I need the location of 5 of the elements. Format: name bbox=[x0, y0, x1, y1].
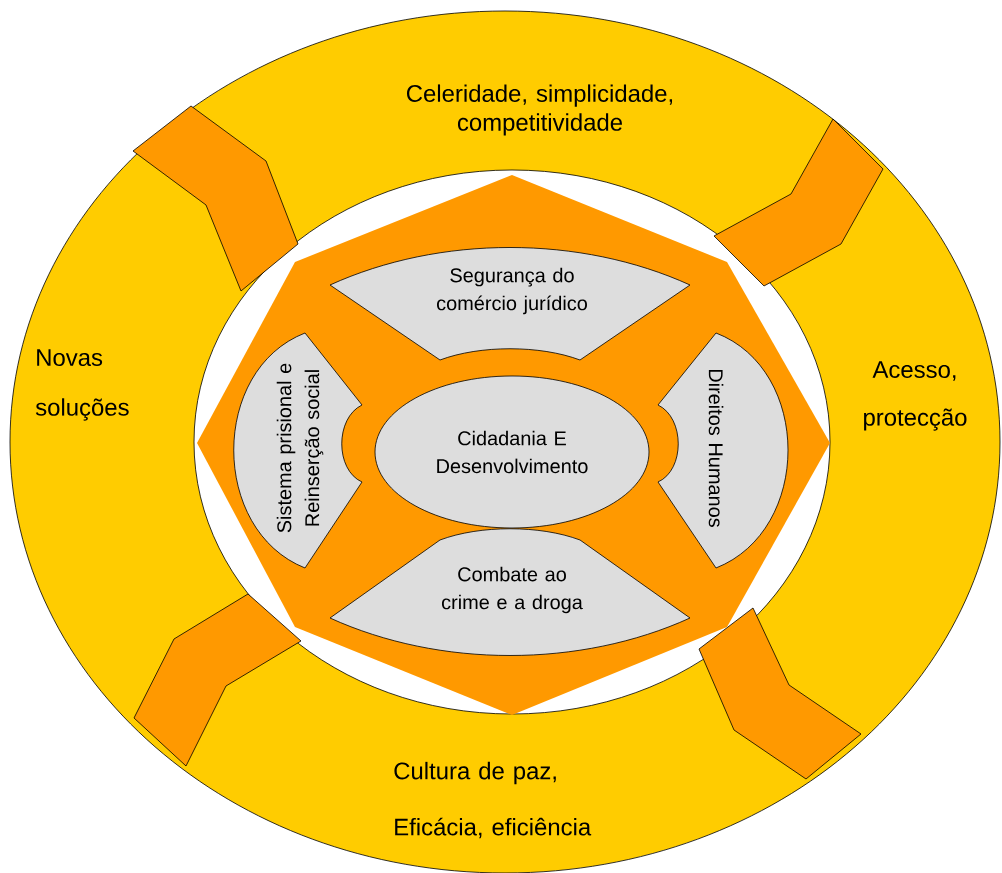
ring-label: Celeridade, simplicidade, competitividade bbox=[407, 84, 672, 136]
ring-label: Acesso, protecção bbox=[864, 361, 967, 431]
ring-label: Cultura de paz, bbox=[394, 761, 556, 785]
ring-label: Novas soluções bbox=[35, 349, 129, 421]
ring-label: Eficácia, eficiência bbox=[395, 817, 592, 839]
